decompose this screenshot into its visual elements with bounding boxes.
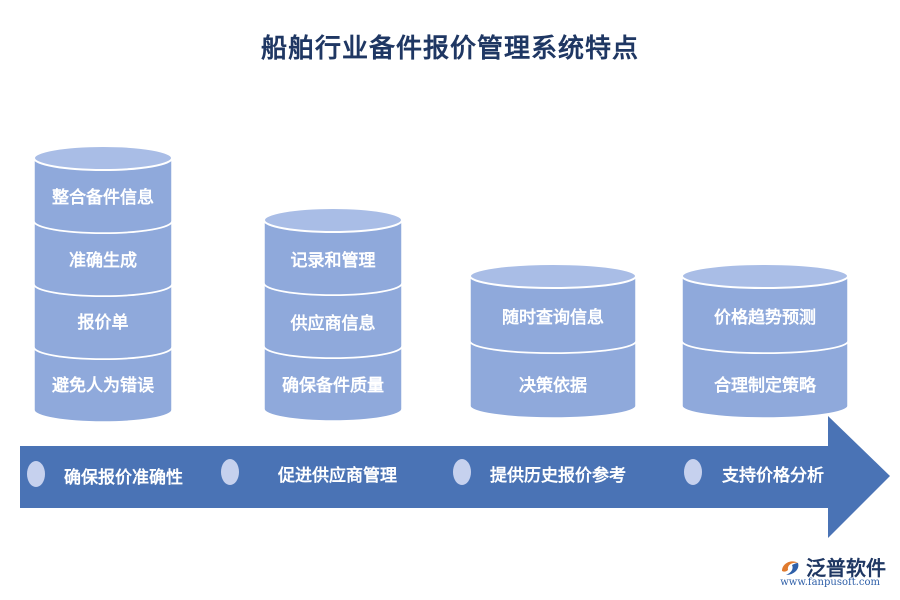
column-1-cylinder-body-3 <box>33 283 173 360</box>
column-4-segment-1: 价格趋势预测 <box>714 308 816 328</box>
column-1-segment-4: 避免人为错误 <box>52 376 154 396</box>
brand-logo: 泛普软件 <box>778 552 886 581</box>
column-1-cylinder-body-4 <box>33 346 173 423</box>
brand-swirl-icon <box>782 560 799 575</box>
brand-name: 泛普软件 <box>806 556 886 580</box>
column-2-segment-1: 记录和管理 <box>290 251 376 271</box>
cylinder-group <box>33 145 849 423</box>
arrow-item-1: 确保报价准确性 <box>64 468 183 488</box>
column-3-cylinder-cap-1 <box>469 263 637 289</box>
column-1-segment-1: 整合备件信息 <box>52 188 154 208</box>
brand-url: www.fanpusoft.com <box>780 577 880 588</box>
column-4-cylinder-body-1 <box>681 275 849 354</box>
arrow-bullet-2 <box>221 459 239 485</box>
column-2-cylinder-body-3 <box>263 345 403 422</box>
page-title: 船舶行业备件报价管理系统特点 <box>260 34 639 64</box>
arrow-item-2: 促进供应商管理 <box>278 466 397 486</box>
column-2-segment-3: 确保备件质量 <box>282 376 384 396</box>
column-1-cylinder-cap-1 <box>33 145 173 171</box>
column-4-cylinder-cap-1 <box>681 263 849 289</box>
column-3-segment-2: 决策依据 <box>519 376 587 396</box>
column-2-cylinder-body-1 <box>263 219 403 296</box>
column-3-cylinder-body-1 <box>469 275 637 354</box>
column-3-segment-1: 随时查询信息 <box>502 308 604 328</box>
column-1-cylinder-body-2 <box>33 220 173 297</box>
column-2-cylinder-body-2 <box>263 282 403 359</box>
column-4-segment-2: 合理制定策略 <box>714 376 816 396</box>
column-3-cylinder-body-2 <box>469 340 637 419</box>
arrow-item-4: 支持价格分析 <box>722 466 824 486</box>
column-1-segment-2: 准确生成 <box>69 251 137 271</box>
column-1-cylinder-body-1 <box>33 157 173 234</box>
arrow-bullet-4 <box>684 459 702 485</box>
column-4-cylinder-body-2 <box>681 340 849 419</box>
arrow-item-3: 提供历史报价参考 <box>490 466 626 486</box>
column-2-cylinder-cap-1 <box>263 207 403 233</box>
arrow-bullet-1 <box>27 461 45 487</box>
column-2-segment-2: 供应商信息 <box>290 314 376 334</box>
column-1-segment-3: 报价单 <box>77 313 129 333</box>
arrow-bullet-3 <box>453 459 471 485</box>
